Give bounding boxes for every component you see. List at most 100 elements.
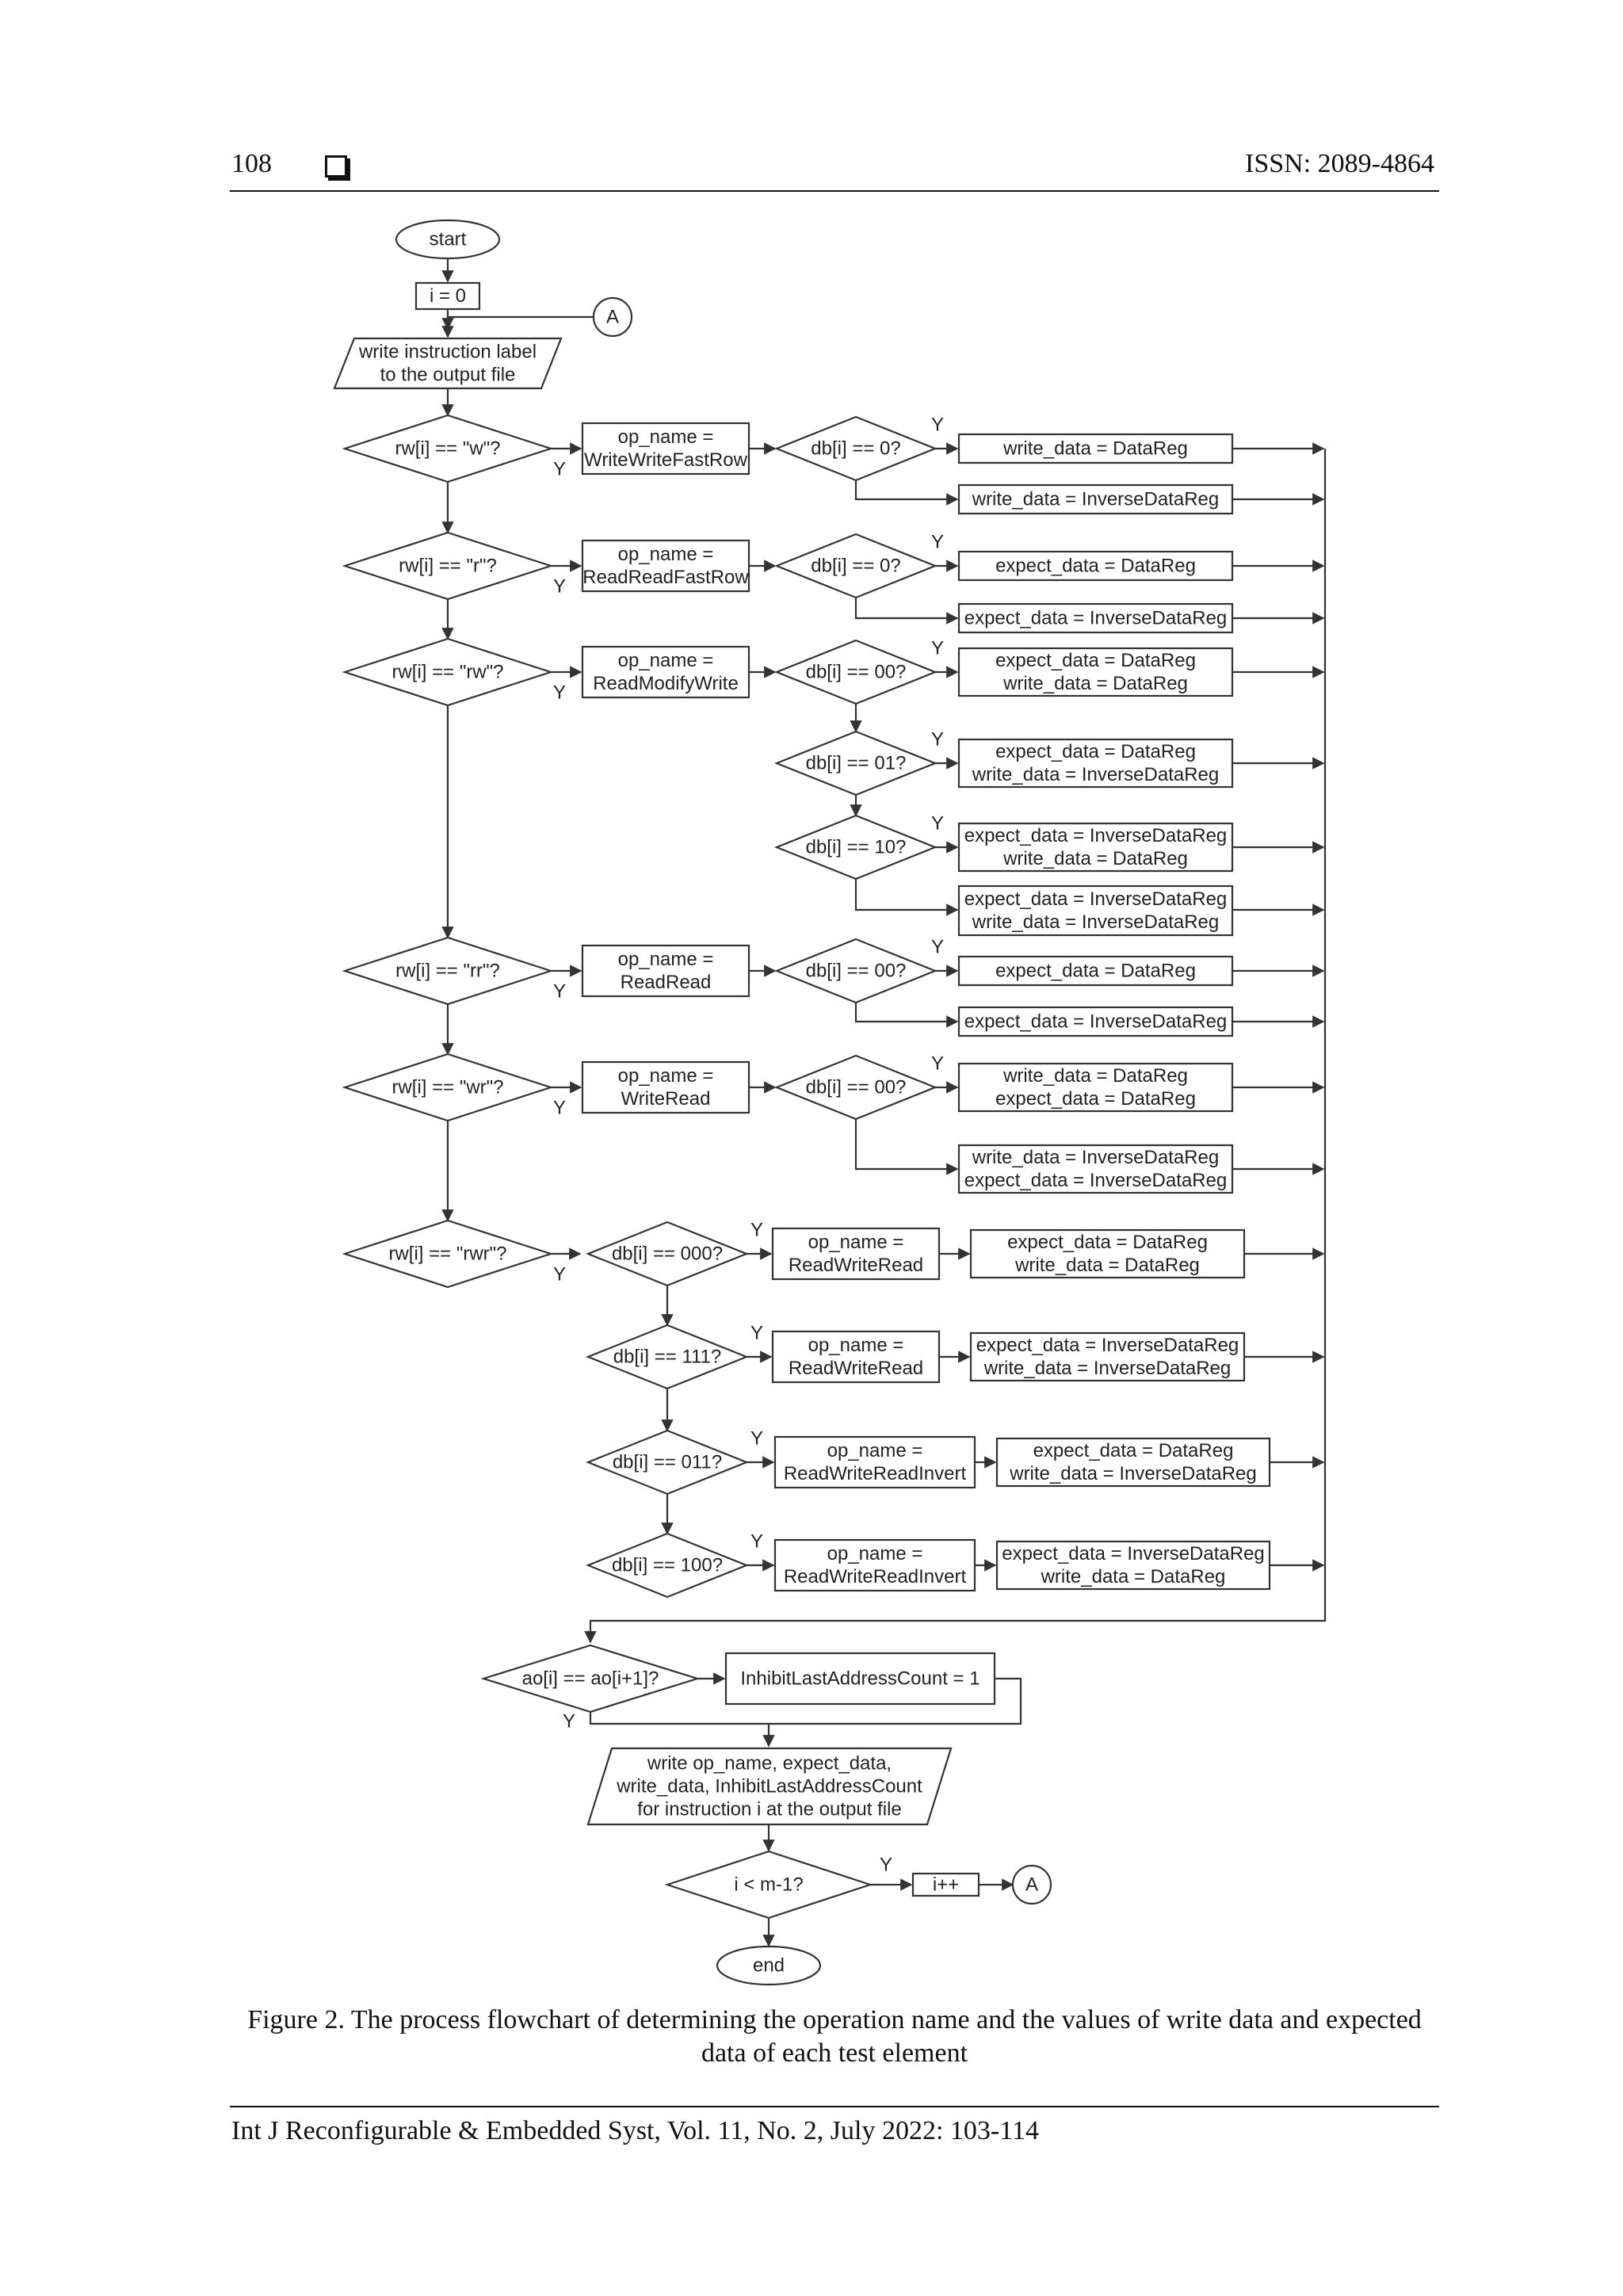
rwr-op-box-3-text: op_name = (827, 1543, 923, 1564)
increment-box (911, 1872, 980, 1897)
yes-label: Y (563, 1711, 575, 1733)
op-name-box-3-text: op_name = (618, 949, 714, 970)
result-box-3-0 (957, 955, 1234, 987)
rwr-result-box-1 (969, 1331, 1246, 1382)
yes-label: Y (750, 1220, 763, 1241)
result-box-4-0-text: expect_data = DataReg (995, 1088, 1196, 1110)
start-terminal-text: start (430, 229, 467, 250)
rwr-result-box-2 (995, 1437, 1271, 1488)
rwr-result-box-1-text: expect_data = InverseDataReg (976, 1335, 1239, 1356)
rwr-db-decision-0-text: db[i] == 000? (612, 1244, 723, 1265)
op-name-box-4-text: WriteRead (621, 1088, 711, 1110)
rw-decision-2-text: rw[i] == "rw"? (391, 662, 503, 683)
loop-decision (664, 1850, 873, 1920)
start-terminal (395, 219, 501, 260)
rwr-db-decision-3-text: db[i] == 100? (612, 1555, 723, 1576)
db-decision-1-0-text: db[i] == 0? (811, 556, 900, 577)
result-box-2-2-text: write_data = DataReg (1002, 848, 1188, 869)
connector-a-top (592, 296, 633, 338)
connector-a-bottom-text: A (1025, 1874, 1038, 1896)
op-name-box-4-text: op_name = (618, 1065, 714, 1087)
rwr-op-box-2 (773, 1435, 976, 1489)
rwr-result-box-3-text: write_data = DataReg (1041, 1566, 1226, 1587)
op-name-box-0-text: WriteWriteFastRow (584, 449, 747, 471)
connector-a-bottom (1011, 1864, 1052, 1905)
rwr-op-box-0-text: ReadWriteRead (789, 1255, 923, 1276)
rwr-op-box-1-text: ReadWriteRead (789, 1358, 923, 1379)
db-decision-0-0 (774, 415, 938, 482)
yes-label: Y (931, 638, 944, 659)
db-decision-4-0-text: db[i] == 00? (806, 1077, 907, 1098)
else-result-box-0 (957, 483, 1234, 515)
result-box-1-0 (957, 550, 1234, 582)
rwr-result-box-3-text: expect_data = InverseDataReg (1002, 1543, 1265, 1564)
flow-arrow (589, 1712, 775, 1748)
rw-decision-1-text: rw[i] == "r"? (399, 556, 497, 577)
write-label-io-text: to the output file (380, 365, 516, 386)
db-decision-2-2 (774, 814, 938, 881)
else-result-box-2-text: write_data = InverseDataReg (972, 911, 1220, 933)
else-result-box-3-text: expect_data = InverseDataReg (964, 1011, 1228, 1033)
db-decision-0-0-text: db[i] == 0? (811, 438, 900, 460)
op-name-box-3-text: ReadRead (621, 972, 712, 993)
result-box-2-2-text: expect_data = InverseDataReg (964, 825, 1228, 846)
rw-decision-0 (342, 414, 554, 483)
footer-rule (230, 2106, 1439, 2107)
rwr-op-box-2-text: op_name = (827, 1440, 923, 1461)
rwr-result-box-0-text: write_data = DataReg (1014, 1255, 1200, 1276)
db-decision-2-0-text: db[i] == 00? (806, 662, 907, 683)
inhibit-box-text: InhibitLastAddressCount = 1 (740, 1668, 980, 1690)
yes-label: Y (750, 1531, 763, 1553)
flow-arrow (441, 315, 594, 330)
rw-decision-3 (342, 936, 554, 1006)
result-box-2-1-text: expect_data = DataReg (995, 741, 1196, 762)
yes-label: Y (931, 937, 944, 958)
op-name-box-0 (581, 422, 750, 476)
op-name-box-2-text: op_name = (618, 650, 714, 671)
else-result-box-4-text: expect_data = InverseDataReg (964, 1170, 1228, 1191)
op-name-box-2-text: ReadModifyWrite (593, 673, 739, 694)
else-result-box-1 (957, 602, 1234, 634)
result-box-1-0-text: expect_data = DataReg (995, 556, 1196, 577)
increment-box-text: i++ (933, 1874, 959, 1896)
init-i-box (414, 281, 481, 311)
rwr-db-decision-2-text: db[i] == 011? (613, 1452, 722, 1473)
flow-arrow (854, 879, 959, 916)
result-box-2-2 (957, 822, 1234, 873)
else-result-box-2-text: expect_data = InverseDataReg (964, 888, 1228, 910)
db-decision-1-0 (774, 533, 938, 599)
init-i-box-text: i = 0 (430, 285, 466, 307)
db-decision-2-1-text: db[i] == 01? (806, 753, 907, 774)
end-terminal-text: end (753, 1955, 785, 1977)
result-box-3-0-text: expect_data = DataReg (995, 961, 1196, 982)
result-box-0-0 (957, 433, 1234, 464)
issn: ISSN: 2089-4864 (1245, 149, 1434, 178)
yes-label: Y (750, 1428, 763, 1450)
op-name-box-2 (581, 645, 750, 699)
footer-citation: Int J Reconfigurable & Embedded Syst, Vo… (231, 2116, 1039, 2145)
yes-label: Y (931, 1053, 944, 1075)
result-box-2-0-text: expect_data = DataReg (995, 650, 1196, 671)
rwr-result-box-3 (995, 1540, 1271, 1591)
db-decision-2-2-text: db[i] == 10? (806, 837, 907, 858)
op-name-box-1-text: op_name = (618, 544, 714, 565)
db-decision-2-0 (774, 639, 938, 705)
else-result-box-4-text: write_data = InverseDataReg (972, 1147, 1220, 1168)
flow-arrow (854, 1119, 959, 1175)
yes-label: Y (931, 415, 944, 436)
write-output-io (586, 1747, 953, 1826)
result-box-4-0-text: write_data = DataReg (1002, 1065, 1188, 1087)
connector-a-top-text: A (606, 307, 619, 328)
rwr-op-box-3 (773, 1538, 976, 1592)
yes-label: Y (553, 576, 566, 598)
rwr-db-decision-0 (586, 1221, 749, 1287)
rwr-result-box-2-text: expect_data = DataReg (1033, 1440, 1234, 1461)
db-decision-3-0 (774, 938, 938, 1004)
rwr-db-decision-2 (586, 1429, 749, 1496)
ao-decision (480, 1644, 701, 1713)
rwr-result-box-2-text: write_data = InverseDataReg (1009, 1463, 1257, 1484)
rwr-db-decision-3 (586, 1532, 749, 1599)
op-name-box-4 (581, 1060, 750, 1114)
rwr-op-box-1-text: op_name = (808, 1335, 904, 1356)
header-box-glyph (325, 155, 347, 178)
